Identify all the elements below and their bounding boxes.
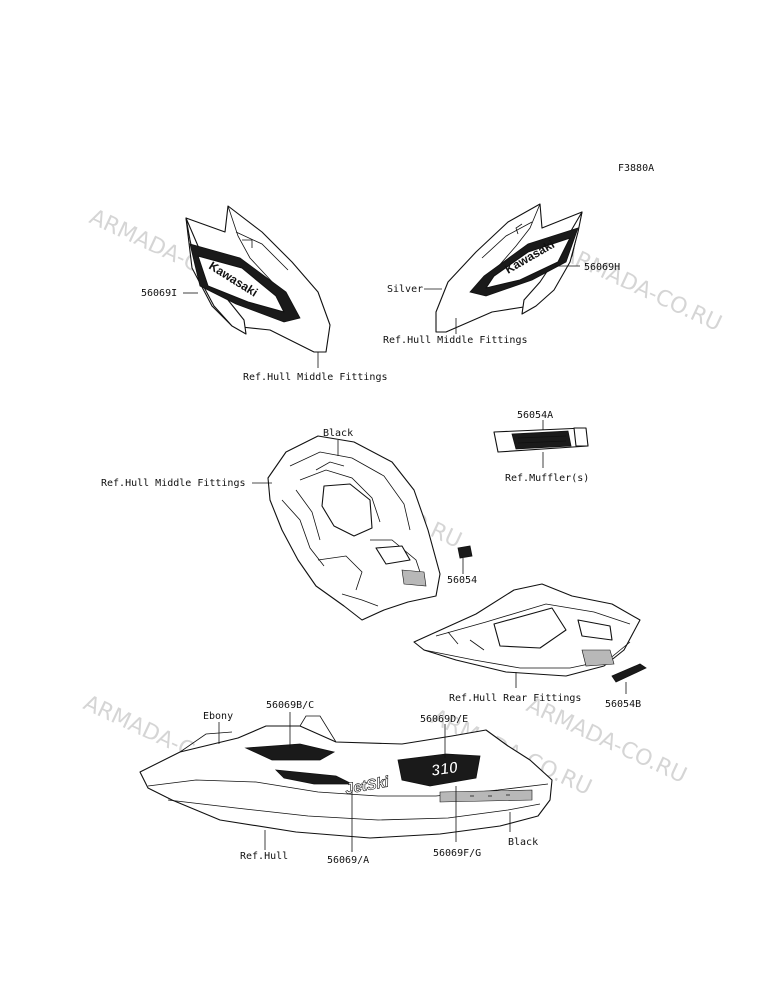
diagram-code: F3880A bbox=[618, 163, 654, 174]
left-side-panel: Kawasaki bbox=[185, 205, 331, 353]
label-56054A: 56054A bbox=[517, 410, 553, 421]
label-56069BC: 56069B/C bbox=[266, 700, 314, 711]
label-56069I: 56069I bbox=[141, 288, 177, 299]
muffler-part bbox=[493, 427, 589, 453]
decal-56054B bbox=[611, 663, 647, 683]
label-56069FG: 56069F/G bbox=[433, 848, 481, 859]
hull-part: JetSki 310 bbox=[139, 715, 553, 839]
label-56054B: 56054B bbox=[605, 699, 641, 710]
middle-deck-part bbox=[267, 435, 441, 621]
watermark: ARMADA-CO.RU bbox=[557, 241, 725, 337]
label-56069DE: 56069D/E bbox=[420, 714, 468, 725]
label-56054: 56054 bbox=[447, 575, 477, 586]
label-56069A: 56069/A bbox=[327, 855, 369, 866]
label-silver: Silver bbox=[387, 284, 423, 295]
right-side-panel: Kawasaki bbox=[435, 203, 583, 333]
label-56069H: 56069H bbox=[584, 262, 620, 273]
label-ref-hull-middle-left: Ref.Hull Middle Fittings bbox=[243, 372, 388, 383]
label-black-top: Black bbox=[323, 428, 353, 439]
decal-56054 bbox=[457, 545, 473, 559]
label-ref-hull-middle-right: Ref.Hull Middle Fittings bbox=[383, 335, 528, 346]
label-ebony: Ebony bbox=[203, 711, 233, 722]
label-black-bottom: Black bbox=[508, 837, 538, 848]
label-ref-hull-middle-center: Ref.Hull Middle Fittings bbox=[101, 478, 246, 489]
label-ref-muffler: Ref.Muffler(s) bbox=[505, 473, 589, 484]
label-ref-hull-rear: Ref.Hull Rear Fittings bbox=[449, 693, 581, 704]
rear-deck-part bbox=[413, 583, 641, 677]
model-decal: 310 bbox=[430, 759, 459, 780]
label-ref-hull: Ref.Hull bbox=[240, 851, 288, 862]
